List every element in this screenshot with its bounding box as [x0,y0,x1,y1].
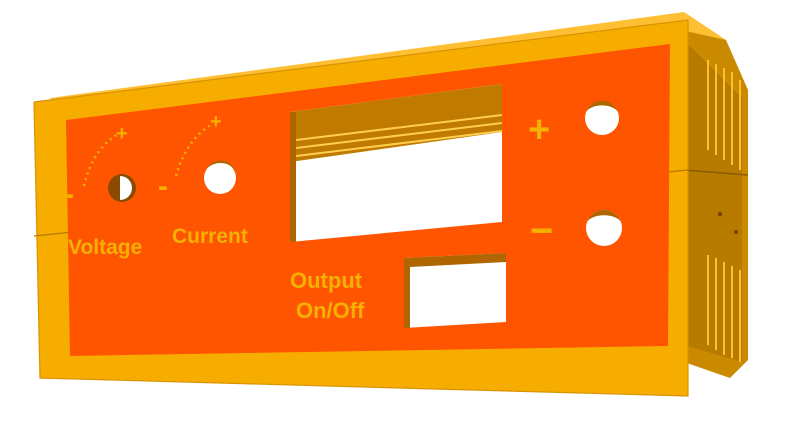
positive-terminal-plus: + [528,109,550,151]
side-screw-hole [734,230,738,234]
side-seam [683,169,749,176]
positive-terminal-depth [586,100,618,112]
negative-terminal-hole [586,210,622,246]
voltage-pot-hole-inner [120,176,132,200]
voltage-scale-arc [82,132,119,187]
voltage-minus-sign: - [64,178,74,211]
current-pot-hole-depth [206,160,236,172]
output-switch-cutout [404,253,506,328]
negative-terminal-minus: − [530,209,553,253]
output-switch-depth [404,253,506,328]
current-pot-hole [204,162,236,194]
side-screw-hole [718,212,722,216]
current-label: Current [172,225,248,248]
current-minus-sign: - [158,170,168,203]
display-window-depth [290,112,296,242]
enclosure-right-side-shade [684,40,742,362]
display-window-ridges [295,114,503,157]
negative-terminal-depth [587,209,621,222]
output-label: Output [290,268,363,293]
current-plus-sign: + [210,111,222,133]
voltage-plus-sign: + [116,123,128,145]
frame-edge [33,19,689,397]
side-vent-slots [707,60,741,362]
voltage-label: Voltage [68,236,142,259]
on-off-label: On/Off [296,298,365,323]
positive-terminal-hole [585,101,619,135]
current-scale-arc [174,122,213,177]
